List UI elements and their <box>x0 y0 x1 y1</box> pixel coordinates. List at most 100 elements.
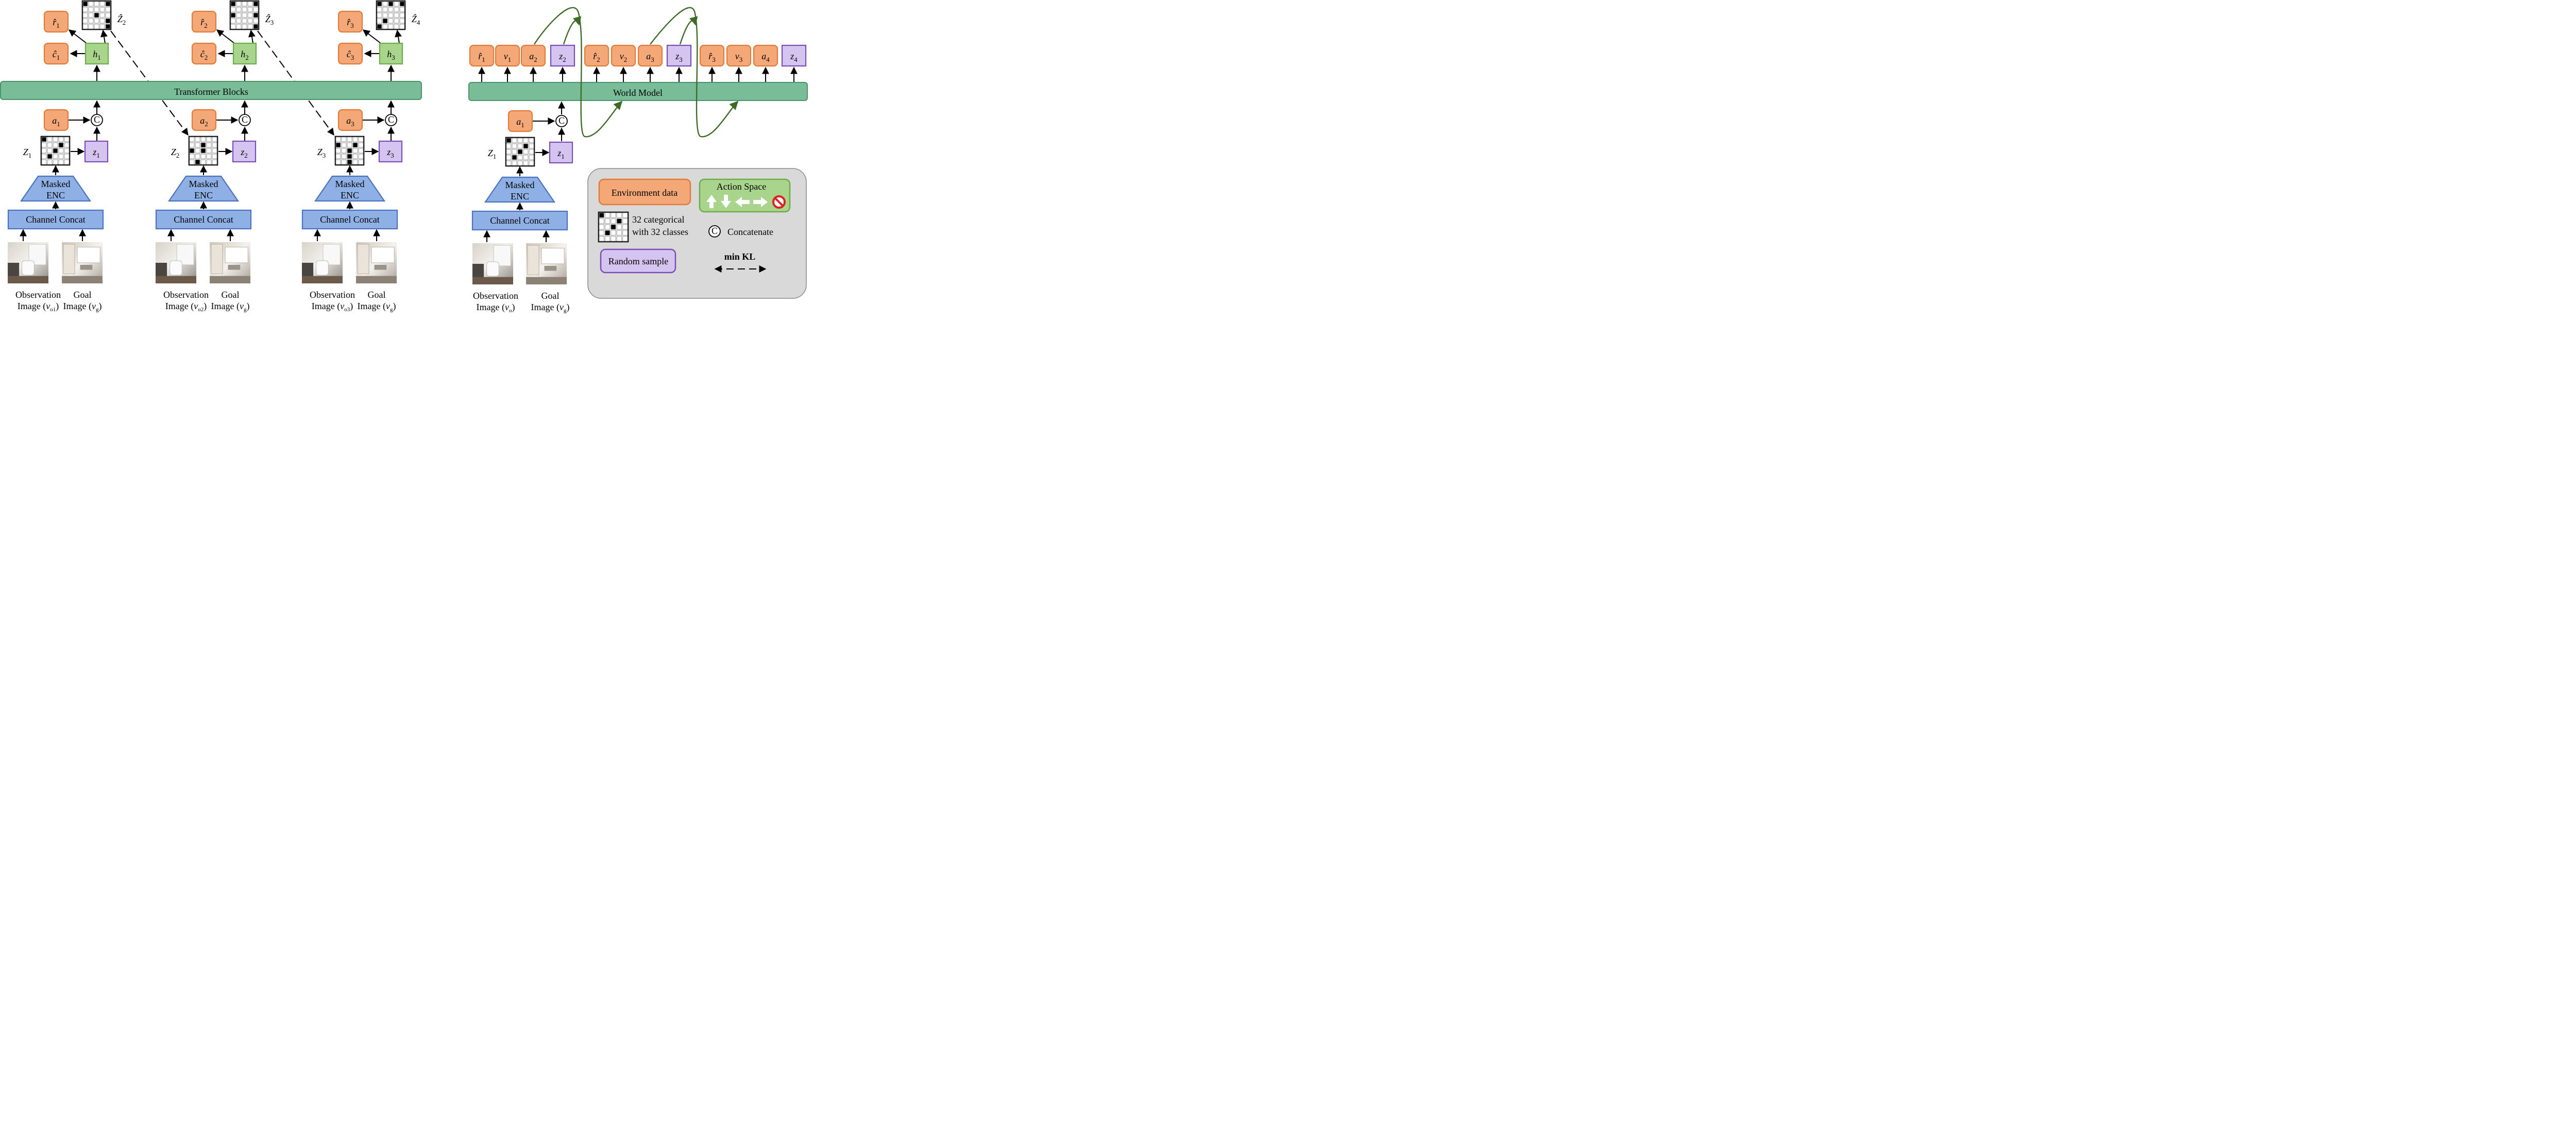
continue-pred-1 <box>43 42 69 65</box>
hidden-state-2 <box>232 42 257 65</box>
feedback-curve-z3 <box>679 16 698 45</box>
caption-line1: Observation <box>473 291 518 301</box>
concat-node-3: C <box>385 114 397 126</box>
wm-token-2 <box>495 44 520 67</box>
wm-token-9 <box>699 44 725 67</box>
predicted-latent-grid-3 <box>376 0 406 30</box>
wm-token-label: z2 <box>558 51 566 63</box>
stop-icon <box>772 195 786 209</box>
wm-token-7 <box>637 44 663 67</box>
feedback-curve-a3 <box>650 7 739 138</box>
concat-node-2: C <box>239 114 251 126</box>
continue-pred-label: ĉ2 <box>200 49 208 61</box>
wm-token-4 <box>550 44 575 67</box>
caption-line2: Image (vg) <box>531 302 570 314</box>
concat-node-1: C <box>91 114 103 126</box>
wm-token-label: r̂2 <box>593 51 600 63</box>
wm-token-12 <box>781 44 807 67</box>
caption-line1: Goal <box>74 290 92 300</box>
continue-pred-2 <box>191 42 217 65</box>
predicted-latent-label: Ẑ3 <box>265 13 274 26</box>
wm-token-label: z3 <box>675 51 683 63</box>
predicted-latent-label: Ẑ2 <box>117 13 126 26</box>
legend-concat-symbol: C <box>708 225 721 238</box>
continue-pred-3 <box>337 42 363 65</box>
wm-concat-node: C <box>555 115 568 127</box>
action-1 <box>43 109 69 131</box>
goal-image-1 <box>62 242 103 283</box>
wm-goal-image <box>526 243 567 284</box>
wm-token-label: a4 <box>761 51 770 63</box>
predicted-latent-label: Ẑ4 <box>412 13 420 26</box>
latent-grid-1 <box>40 136 71 166</box>
channel-concat-3: Channel Concat <box>301 209 398 230</box>
legend-env-label: Environment data <box>612 188 677 198</box>
channel-concat-label: Channel Concat <box>26 214 85 225</box>
arrow-left-icon <box>735 197 750 207</box>
wm-token-label: r̂1 <box>478 51 485 63</box>
hidden-state-1 <box>84 42 109 65</box>
wm-token-3 <box>520 44 546 67</box>
wm-token-label: a2 <box>529 51 537 63</box>
latent-grid-3 <box>334 136 365 166</box>
channel-concat-label: Channel Concat <box>174 214 233 225</box>
wm-observation-image <box>472 243 513 284</box>
caption-line2: Image (vo2) <box>165 301 207 313</box>
predicted-latent-grid-1 <box>81 0 112 30</box>
channel-concat-label: Channel Concat <box>320 214 379 225</box>
caption-line2: Image (vo3) <box>312 301 353 313</box>
observation-image-1 <box>8 242 48 283</box>
caption-line2: Image (vg) <box>211 301 250 313</box>
action-label: a3 <box>346 115 354 128</box>
transformer-blocks: Transformer Blocks <box>0 81 422 100</box>
encoder-label-line1: Masked <box>505 180 535 190</box>
wm-token-label: a3 <box>646 51 654 63</box>
transformer-blocks-label: Transformer Blocks <box>174 87 248 97</box>
caption-line2: Image (vo1) <box>18 301 59 313</box>
wm-token-label: v3 <box>735 51 743 63</box>
encoder-label-line1: Masked <box>41 179 71 189</box>
concat-symbol: C <box>94 114 100 125</box>
caption-line1: Observation <box>310 290 355 300</box>
curves-layer <box>533 7 739 138</box>
latent-sample-3 <box>378 140 403 163</box>
reward-pred-3 <box>337 10 363 33</box>
legend-action-space: Action Space <box>699 178 791 213</box>
encoder-label-line1: Masked <box>189 179 218 189</box>
latent-sample-label: z3 <box>386 147 394 159</box>
reward-pred-label: r̂3 <box>347 17 354 29</box>
channel-concat-label: Channel Concat <box>490 215 549 226</box>
wm-token-label: v2 <box>620 51 628 63</box>
legend-min-kl-label: min KL <box>724 251 756 262</box>
channel-concat-2: Channel Concat <box>155 209 252 230</box>
caption-line1: Goal <box>222 290 240 300</box>
encoder-label-line2: ENC <box>194 190 213 200</box>
hidden-state-3 <box>379 42 403 65</box>
channel-concat-1: Channel Concat <box>7 209 104 230</box>
caption-line1: Observation <box>163 290 209 300</box>
observation-image-2 <box>156 242 196 283</box>
legend-random-sample: Random sample <box>600 248 676 274</box>
wm-token-11 <box>753 44 778 67</box>
world-model: World Model <box>468 82 808 101</box>
legend-action-label: Action Space <box>717 181 766 192</box>
latent-label: Z1 <box>23 147 32 159</box>
wm-token-6 <box>611 44 636 67</box>
feedback-curve-a2 <box>533 7 623 138</box>
wm-latent-grid <box>505 137 535 167</box>
wm-latent-label: Z1 <box>488 148 497 160</box>
caption-line1: Observation <box>15 290 61 300</box>
hidden-state-label: h3 <box>387 49 395 61</box>
encoder-label-line2: ENC <box>46 190 65 200</box>
legend-categorical-line2: with 32 classes <box>632 227 688 237</box>
